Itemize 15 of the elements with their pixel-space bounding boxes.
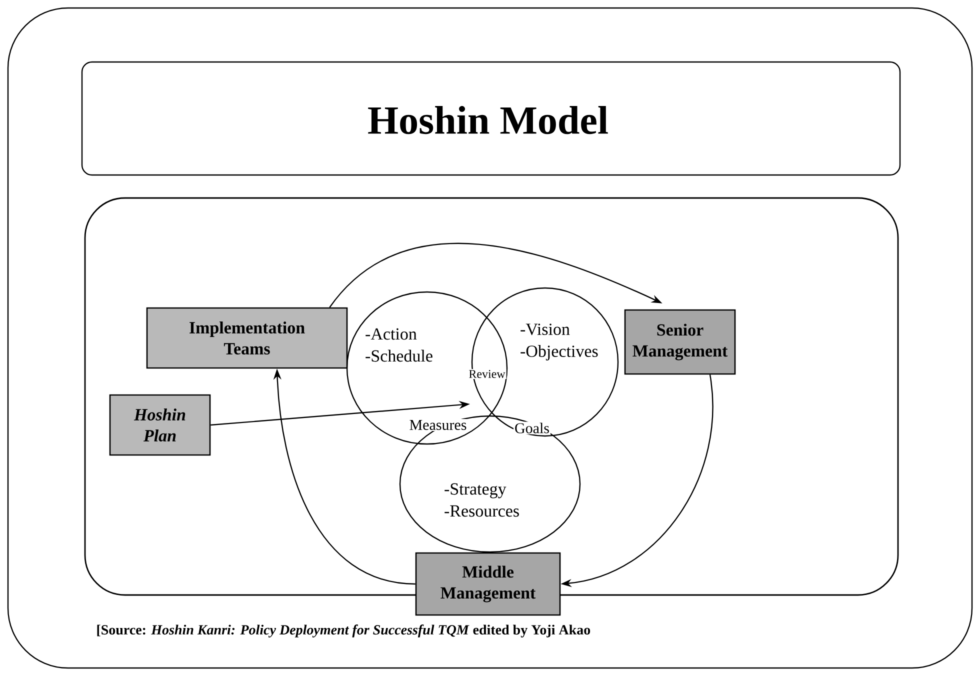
venn-circle: [346, 291, 508, 445]
label-box: Middle Management: [415, 552, 561, 616]
overlap-label: Goals: [514, 422, 550, 434]
circle-text: -Strategy -Resources: [444, 483, 519, 517]
title-box: Hoshin Model: [81, 61, 901, 176]
overlap-label: Measures: [408, 419, 468, 431]
circle-text: -Vision -Objectives: [520, 324, 598, 360]
label-box: Hoshin Plan: [109, 394, 211, 456]
venn-circle: [399, 415, 581, 553]
circle-text: -Action -Schedule: [366, 328, 432, 362]
label-box: Implementation Teams: [146, 307, 348, 369]
source-caption: [Source: Hoshin Kanri: Policy Deployment for Successful TQM edited by Yoji Akao: [97, 624, 590, 638]
venn-circle: [471, 287, 619, 437]
overlap-label: Review: [468, 368, 506, 380]
label-box: Senior Management: [624, 309, 736, 375]
